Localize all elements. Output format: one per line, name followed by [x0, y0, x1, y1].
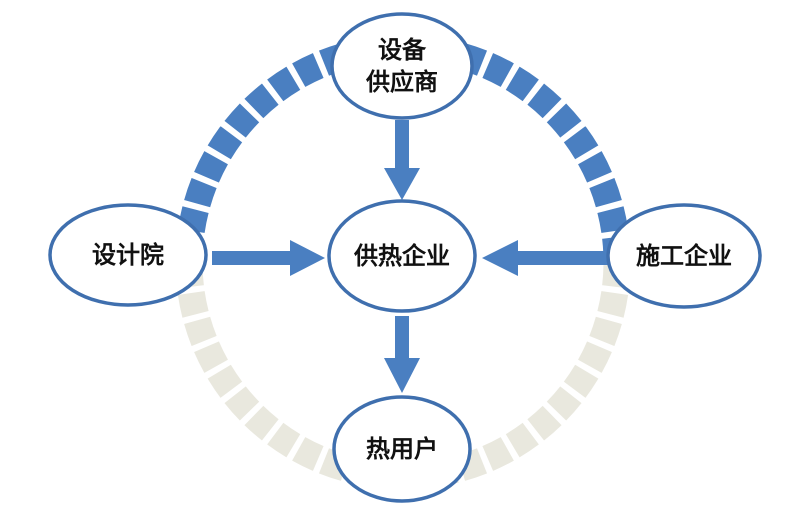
ring-segment-active: [223, 102, 261, 140]
ring-segment-inactive: [562, 363, 600, 400]
node-design-institute-label: 设计院: [92, 241, 164, 269]
node-equipment-supplier: 设备 供应商: [330, 12, 474, 120]
ring-segment-active: [243, 82, 281, 120]
ring-segment-active: [525, 82, 563, 120]
node-construction-enterprise: 施工企业: [606, 203, 762, 309]
ring-segment-active: [206, 124, 244, 161]
ring-segment-inactive: [576, 340, 614, 375]
ring-segment-active: [192, 149, 230, 184]
node-heating-enterprise-label: 供热企业: [353, 242, 450, 270]
ring-segment-active: [545, 102, 583, 140]
ring-segment-inactive: [596, 289, 630, 319]
node-heat-users-label: 热用户: [366, 435, 438, 463]
ring-segment-inactive: [588, 315, 624, 348]
ring-segment-inactive: [525, 404, 563, 442]
node-heating-enterprise: 供热企业: [327, 199, 477, 313]
arrow-supplier-to-heating: [384, 120, 420, 200]
node-equipment-supplier-line1: 设备: [378, 36, 427, 64]
ring-segment-inactive: [223, 384, 261, 422]
node-equipment-supplier-line2: 供应商: [365, 68, 438, 96]
node-construction-enterprise-label: 施工企业: [636, 242, 732, 270]
ring-segment-inactive: [545, 384, 583, 422]
ring-segment-active: [562, 124, 600, 161]
ring-segment-inactive: [243, 404, 281, 442]
ring-segment-inactive: [182, 315, 218, 348]
ring-segment-inactive: [176, 289, 210, 319]
ring-segment-active: [576, 149, 614, 184]
ring-segment-active: [588, 176, 624, 209]
ring-segment-inactive: [206, 363, 244, 400]
ring-segment-active: [481, 51, 516, 89]
ring-segment-inactive: [290, 435, 325, 473]
arrow-designer-to-heating: [212, 240, 325, 276]
ring-segment-active: [504, 65, 541, 103]
ring-segment-inactive: [192, 340, 230, 375]
node-design-institute: 设计院: [48, 203, 208, 307]
arrow-heating-to-users: [384, 316, 420, 393]
ring-segment-inactive: [481, 435, 516, 473]
ring-segment-active: [290, 51, 325, 89]
ring-segment-active: [265, 65, 302, 103]
ring-segment-inactive: [504, 421, 541, 459]
arrow-construction-to-heating: [482, 240, 612, 276]
ring-segment-inactive: [265, 421, 302, 459]
ring-segment-active: [182, 176, 218, 209]
node-heat-users: 热用户: [332, 395, 472, 503]
